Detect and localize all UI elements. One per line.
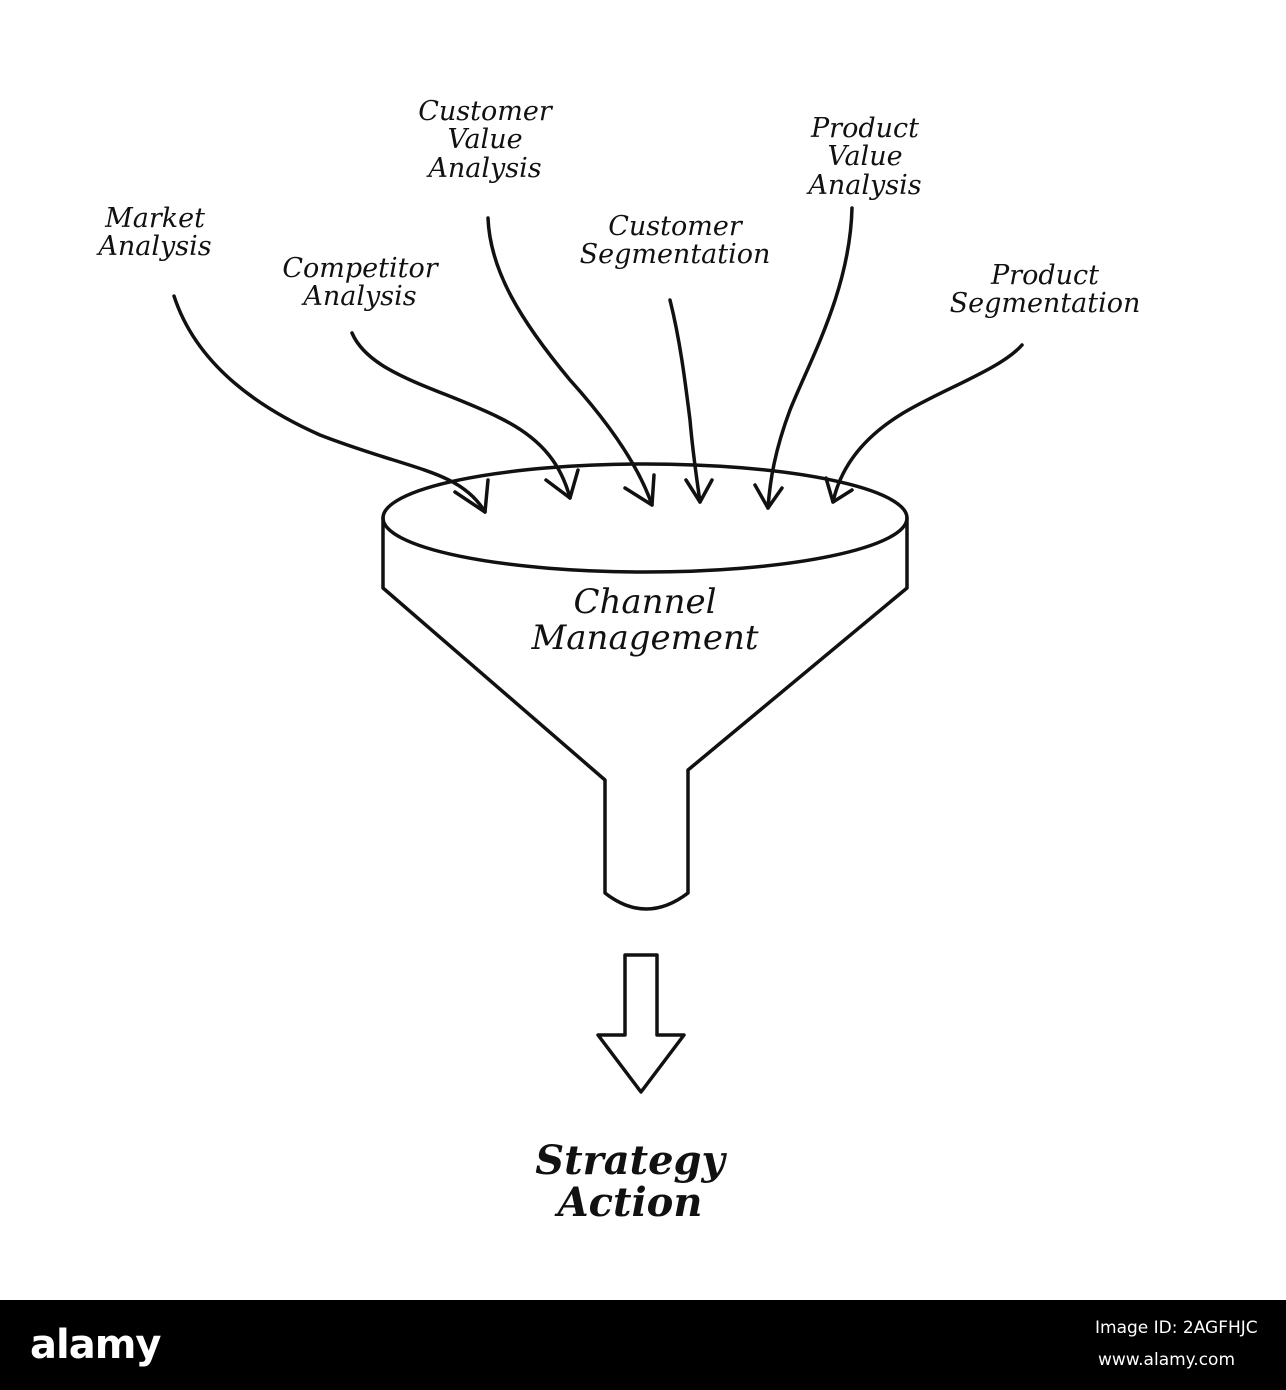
label-line: Segmentation xyxy=(949,288,1141,320)
label-product-value-analysis: Product Value Analysis xyxy=(770,113,960,201)
label-line: Channel xyxy=(573,582,717,622)
arrow-market-analysis xyxy=(172,294,487,514)
label-line: Segmentation xyxy=(579,239,771,271)
diagram-canvas xyxy=(172,206,1024,1094)
label-line: Analysis xyxy=(428,152,542,184)
arrow-customer-value-analysis xyxy=(486,216,654,507)
footer-url: www.alamy.com xyxy=(1098,1350,1236,1370)
arrowhead-competitor-analysis xyxy=(544,468,580,500)
label-customer-segmentation: Customer Segmentation xyxy=(535,211,815,271)
label-market-analysis: Market Analysis xyxy=(60,203,250,263)
arrowhead-customer-value-analysis xyxy=(623,473,656,507)
label-line: Customer xyxy=(418,96,552,127)
label-line: Strategy xyxy=(535,1137,725,1184)
arrow-competitor-analysis xyxy=(350,331,572,500)
label-customer-value-analysis: Customer Value Analysis xyxy=(380,96,590,184)
label-product-segmentation: Product Segmentation xyxy=(905,260,1185,320)
arrowhead-product-segmentation xyxy=(824,476,854,504)
label-line: Product xyxy=(811,113,919,144)
output-label: Strategy Action xyxy=(470,1140,790,1224)
funnel-body xyxy=(381,516,909,911)
label-line: Analysis xyxy=(98,231,212,263)
label-line: Management xyxy=(531,617,759,658)
label-line: Customer xyxy=(608,211,742,242)
label-line: Analysis xyxy=(303,281,417,313)
watermark-footer: alamy Image ID: 2AGFHJC www.alamy.com xyxy=(0,1300,1286,1390)
output-arrow xyxy=(596,953,686,1094)
arrowhead-customer-segmentation xyxy=(684,478,714,504)
label-line: Competitor xyxy=(282,253,438,284)
label-competitor-analysis: Competitor Analysis xyxy=(250,253,470,313)
arrowhead-product-value-analysis xyxy=(753,483,784,510)
arrow-product-value-analysis xyxy=(766,206,854,510)
arrowhead-market-analysis xyxy=(453,478,490,514)
image-id-text: Image ID: 2AGFHJC xyxy=(1095,1318,1258,1338)
label-line: Action xyxy=(557,1179,703,1226)
brand-logo: alamy xyxy=(30,1322,161,1368)
arrow-product-segmentation xyxy=(831,343,1024,504)
funnel-label: Channel Management xyxy=(470,582,820,658)
label-line: Analysis xyxy=(808,169,922,201)
label-line: Value xyxy=(827,141,903,173)
label-line: Value xyxy=(447,124,523,156)
label-line: Product xyxy=(991,260,1099,291)
label-line: Market xyxy=(105,203,205,234)
arrow-customer-segmentation xyxy=(668,298,702,504)
